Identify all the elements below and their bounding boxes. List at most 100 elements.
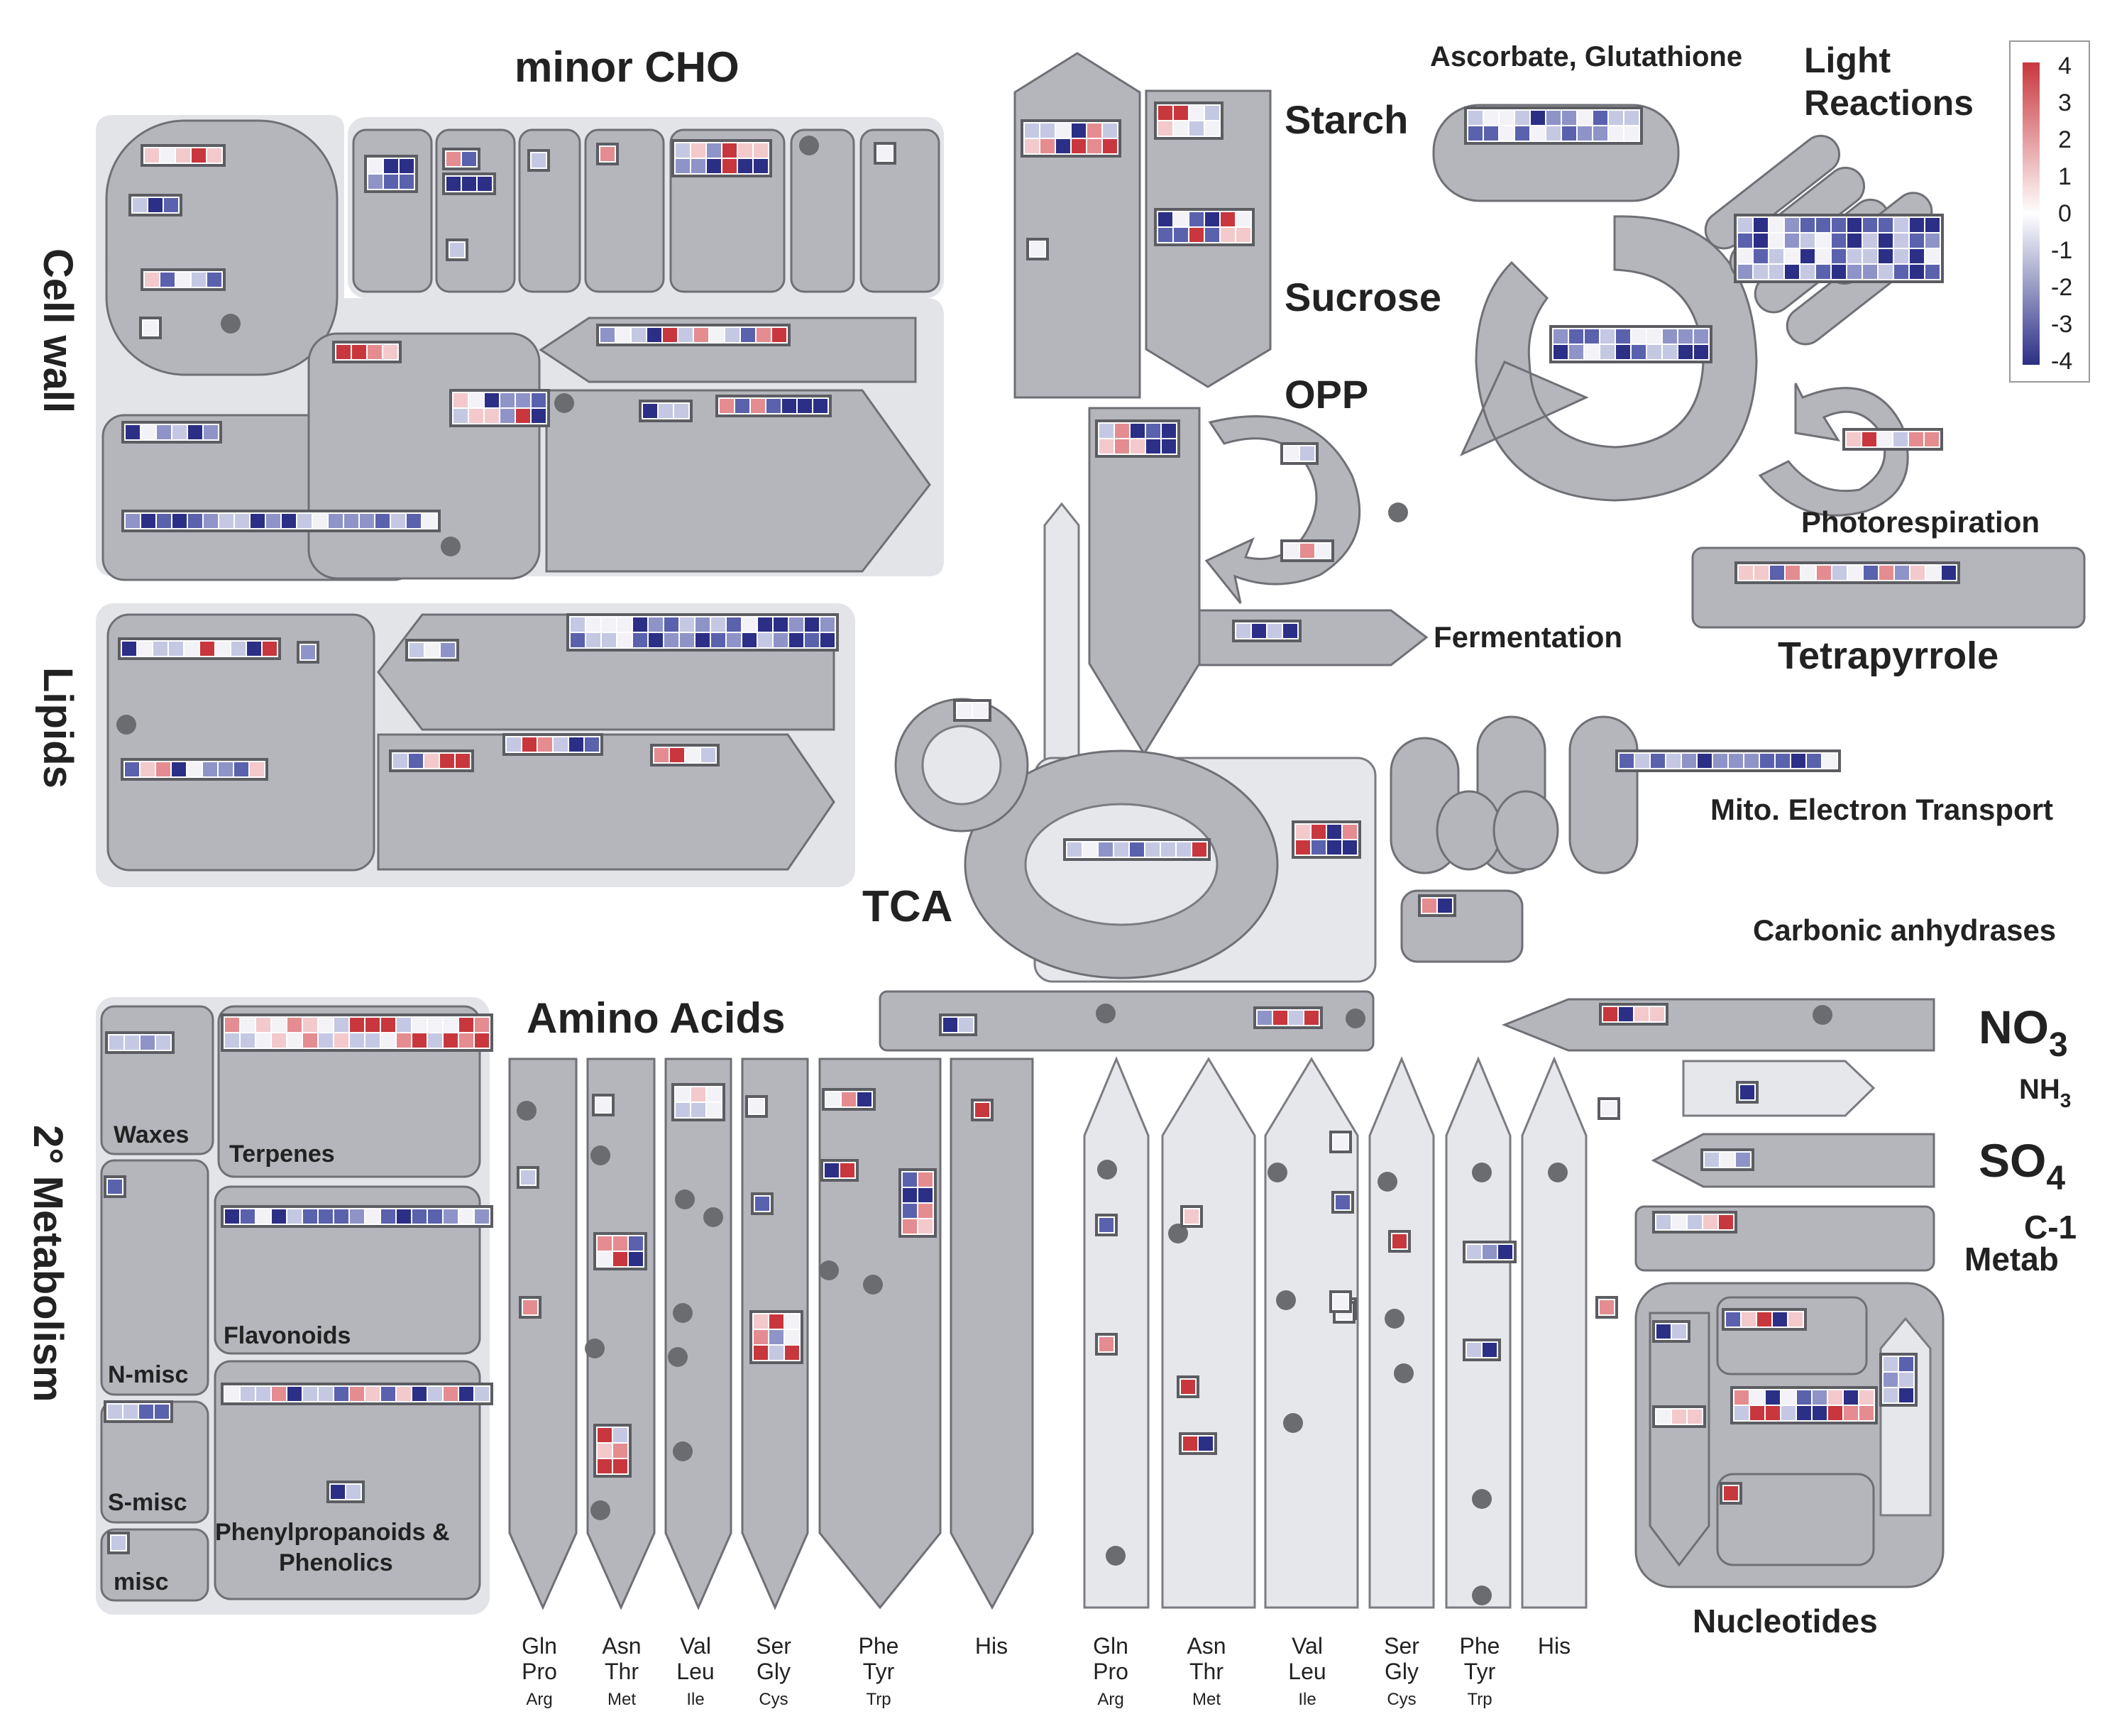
heatmap-cell [903,1172,917,1187]
heatmap-cell [613,1252,627,1266]
heatmap-cell [1698,754,1712,768]
heatmap-cell [1847,249,1862,263]
heatmap-cell [1221,228,1235,242]
heatmap-cell [108,1180,122,1194]
tca-ring-inner [1024,803,1219,926]
heatmap-cell [251,514,265,528]
c1-metab-label-2: Metab [1964,1241,2059,1278]
heatmap-cell [664,617,678,632]
heatmap-cell [598,1428,612,1442]
heatmap-cell [735,399,749,413]
heatmap-cell [676,143,690,158]
heatmap-cell [331,1485,345,1499]
heatmap-cell [485,393,499,407]
heatmap-cell [918,1219,933,1234]
heatmap-cell [1754,218,1768,232]
heatmap-cell [785,1314,799,1329]
heatmap-cell [1925,234,1940,248]
amino-acid-label: Phe [1460,1633,1500,1659]
legend-tick: 1 [2058,163,2072,190]
heatmap-cell [711,617,725,632]
heatmap-cell [1813,1406,1827,1420]
heatmap-cell [1554,329,1568,344]
heatmap-cell [1624,126,1639,141]
heatmap-cell [1785,234,1799,248]
heatmap-cell [975,1103,989,1117]
amino-acid-label: Gly [1385,1659,1419,1684]
heatmap-cell [633,633,647,647]
heatmap-cell [769,1314,783,1329]
heatmap-cell [722,159,737,173]
heatmap-cell [754,1330,768,1344]
heatmap-cell [1115,424,1129,438]
heatmap-cell [598,1459,612,1473]
heatmap-cell [1312,825,1326,839]
heatmap-cell [1847,265,1862,279]
heatmap-cell [1498,1245,1512,1259]
heatmap-cell [1742,1312,1756,1326]
heatmap-cell [1515,111,1529,125]
heatmap-cell [725,328,739,342]
amino-acid-label: Phe [859,1633,899,1659]
heatmap-cell [663,328,677,342]
heatmap-cell [1786,566,1800,580]
heatmap-cell [686,748,700,762]
heatmap-cell [1072,123,1086,138]
nh3-arrow [1682,1060,1876,1117]
nucleotides-left-arrow [1649,1312,1710,1567]
heatmap-cell [1832,566,1847,580]
heatmap-cell [1619,1007,1633,1021]
heatmap-cell [216,642,230,656]
heatmap-cell [1776,754,1790,768]
glycolysis-down-arrow [1088,407,1201,756]
amino-acid-label: Arg [526,1690,552,1709]
so4-label: SO4 [1979,1134,2065,1197]
heatmap-cell [256,1209,270,1224]
amino-acid-label: Thr [605,1659,639,1684]
heatmap-cell [1894,249,1908,263]
heatmap-cell [1087,123,1101,138]
heatmap-cell [1616,329,1630,344]
heatmap-cell [381,1387,395,1401]
heatmap-cell [441,643,455,657]
heatmap-cell [334,1033,348,1048]
heatmap-cell [691,1103,705,1117]
heatmap-cell [785,1330,799,1344]
heatmap-cell [381,1209,395,1224]
heatmap-cell [444,1209,458,1224]
heatmap-cell [138,642,152,656]
nucleotides-up-arrow [1879,1317,1932,1517]
heatmap-cell [678,328,693,342]
heatmap-cell [720,399,734,413]
heatmap-cell [1713,754,1727,768]
heatmap-cell [1738,234,1752,248]
heatmap-cell [287,1033,302,1048]
heatmap-cell [1040,123,1055,138]
heatmap-cell [1879,249,1893,263]
heatmap-cell [141,514,155,528]
heatmap-cell [659,404,673,418]
no3-label: NO3 [1979,1001,2068,1064]
no3-arrow [1501,998,1935,1052]
heatmap-cell [758,633,772,647]
heatmap-cell [1056,123,1070,138]
heatmap-cell [1666,754,1681,768]
heatmap-cell [1158,212,1172,226]
heatmap-cell [1703,1215,1717,1229]
heatmap-cell [516,393,530,407]
heatmap-cell [500,409,515,423]
heatmap-cell [613,1459,627,1473]
heatmap-cell [1316,544,1330,558]
heatmap-cell [1724,1486,1738,1500]
amino-acid-label: Gln [1093,1633,1128,1659]
heatmap-cell [219,514,233,528]
heatmap-cell [1189,121,1204,136]
heatmap-cell [1769,218,1783,232]
tca-label: TCA [862,882,952,931]
heatmap-cell [586,617,600,632]
heatmap-cell [453,393,468,407]
heatmap-cell [400,159,414,173]
heatmap-cell [157,425,171,439]
heatmap-cell [1754,234,1768,248]
heatmap-cell [1781,1406,1796,1420]
